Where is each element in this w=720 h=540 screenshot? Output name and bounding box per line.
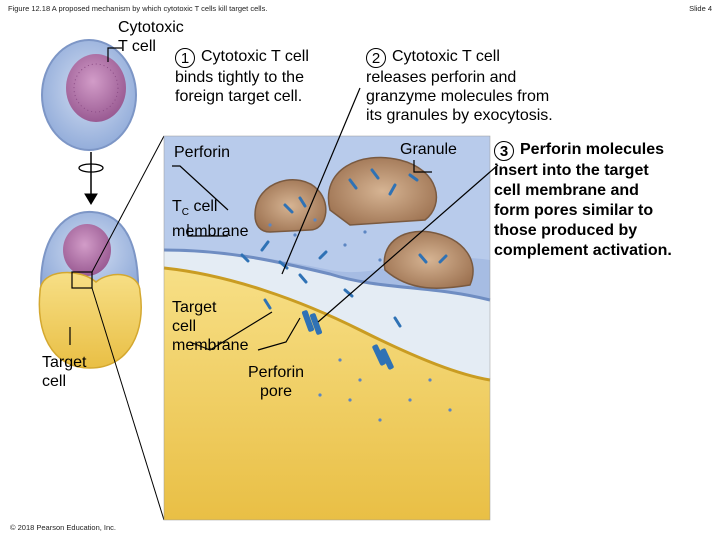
granule-label: Granule (400, 141, 457, 158)
figure-caption: Figure 12.18 A proposed mechanism by whi… (8, 4, 268, 13)
down-arrow (78, 152, 104, 205)
copyright: © 2018 Pearson Education, Inc. (10, 523, 117, 532)
step-1-text: Cytotoxic T cell binds tightly to the fo… (175, 48, 309, 105)
perforin-label: Perforin (174, 144, 231, 161)
step-3-number: 3 (494, 141, 514, 161)
tc-line2: membrane (172, 223, 249, 241)
tc-rest: cell (189, 198, 218, 215)
tc-sub: C (181, 207, 190, 219)
magnified-panel (163, 135, 491, 521)
step-2-text: Cytotoxic T cell releases perforin and g… (366, 48, 553, 124)
leader-lines (69, 47, 499, 351)
step-2-number: 2 (366, 48, 386, 68)
target-cell-label: Target cell (42, 354, 87, 390)
perforin-molecules (240, 168, 448, 328)
step-3-text: Perforin molecules insert into the targe… (494, 141, 672, 259)
cytotoxic-t-cell-label: Cytotoxic T cell (118, 19, 184, 55)
perforin-pores (301, 310, 394, 370)
perforin-pore-label: Perforin pore (248, 364, 305, 400)
target-cell-membrane-label: Target cell membrane (172, 299, 249, 354)
cytotoxic-t-cell-small (41, 39, 137, 151)
granzyme-dots (268, 218, 452, 422)
tc-cell-membrane-label: TC cell membrane (172, 197, 248, 241)
tc-main: T (172, 198, 182, 215)
slide-number: Slide 4 (689, 4, 712, 13)
bound-cells-small (38, 210, 142, 369)
step-1-number: 1 (175, 48, 195, 68)
